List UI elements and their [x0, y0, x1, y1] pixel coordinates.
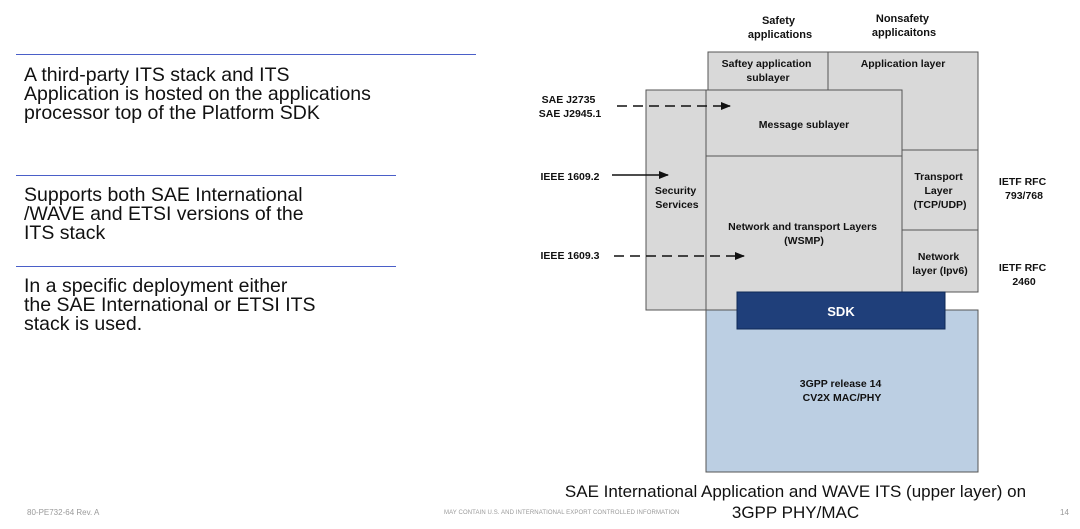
bullet-text-2: Supports both SAE International /WAVE an…	[24, 184, 304, 244]
label-ietf-rfc-2460: IETF RFC 2460	[999, 262, 1049, 288]
header-nonsafety-applications: Nonsafety applicaitons	[872, 13, 936, 39]
diagram-caption: SAE International Application and WAVE I…	[564, 482, 1027, 522]
label-transport-layer: Transport Layer (TCP/UDP)	[913, 171, 966, 211]
box-sdk	[736, 291, 946, 330]
header-safety-applications: Safety applications	[748, 15, 812, 41]
bullet-divider-1	[16, 54, 476, 55]
box-network-layer	[901, 229, 979, 293]
label-message-sublayer: Message sublayer	[759, 119, 849, 131]
box-message-sublayer	[705, 89, 903, 157]
label-sdk: SDK	[827, 304, 855, 319]
label-sae-standards: SAE J2735 SAE J2945.1	[539, 94, 602, 120]
label-network-layer: Network layer (Ipv6)	[912, 251, 967, 277]
bullet-text-1: A third-party ITS stack and ITS Applicat…	[24, 64, 371, 124]
bullet-text-3: In a specific deployment either the SAE …	[24, 275, 316, 335]
label-network-transport: Network and transport Layers (WSMP)	[728, 221, 880, 247]
box-security-services	[645, 89, 709, 311]
footer-doc-id: 80-PE732-64 Rev. A	[27, 508, 100, 517]
label-safety-sublayer: Saftey application sublayer	[722, 58, 815, 84]
box-network-transport	[705, 155, 903, 311]
page-number: 14	[1060, 508, 1069, 517]
label-ieee-1609-3: IEEE 1609.3	[541, 250, 600, 262]
footer-export-notice: MAY CONTAIN U.S. AND INTERNATIONAL EXPOR…	[444, 510, 680, 516]
box-3gpp-phy-mac	[705, 309, 979, 473]
label-ietf-rfc-793-768: IETF RFC 793/768	[999, 176, 1049, 202]
bullet-divider-3	[16, 266, 396, 267]
label-3gpp-phy-mac: 3GPP release 14 CV2X MAC/PHY	[800, 378, 884, 404]
bullet-divider-2	[16, 175, 396, 176]
label-ieee-1609-2: IEEE 1609.2	[541, 171, 600, 183]
label-security-services: Security Services	[655, 185, 699, 211]
label-application-layer: Application layer	[861, 58, 946, 70]
